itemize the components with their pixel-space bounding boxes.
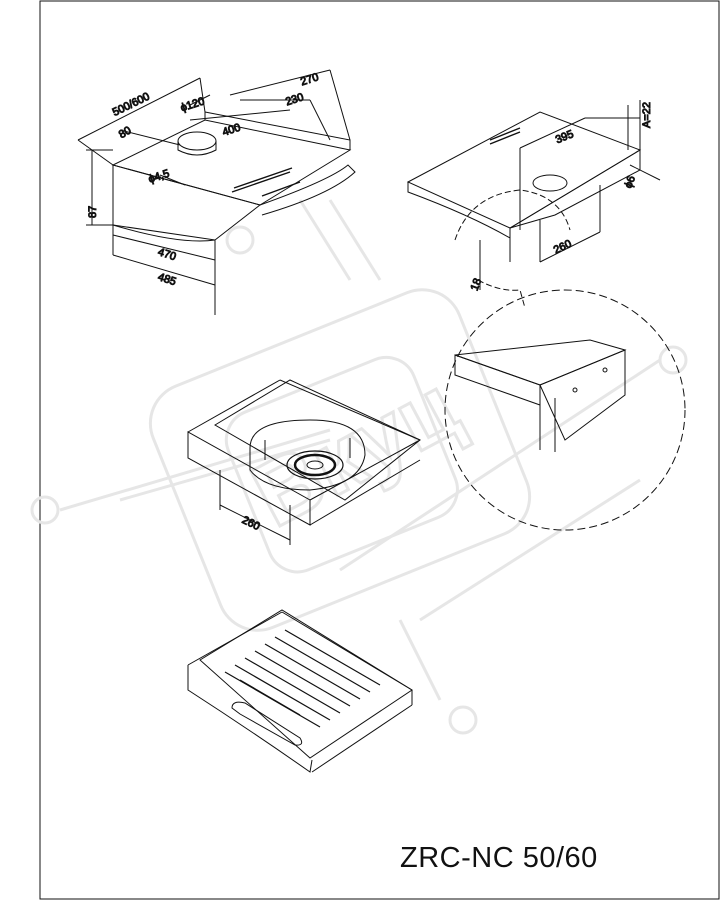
dim-height-87: 87 (87, 206, 99, 218)
view-bottom (187, 609, 413, 773)
detail-callout (444, 289, 686, 531)
dim-front-260-right: 260 (552, 238, 574, 257)
dim-inner-470: 470 (156, 246, 177, 263)
dim-depth-230: 230 (284, 91, 305, 108)
dim-width: 500/600 (111, 91, 152, 119)
model-label: ZRC-NC 50/60 (400, 842, 598, 874)
view-middle (187, 379, 421, 545)
dim-offset-80: 80 (117, 125, 134, 142)
dim-front-260-middle: 260 (240, 514, 262, 533)
dim-depth-270: 270 (299, 71, 320, 88)
dim-hole-diameter: ϕ4,5 (147, 168, 171, 186)
dim-duct-diameter: ϕ120 (179, 95, 206, 114)
dim-side-18: 18 (469, 277, 484, 293)
sheet-frame (39, 0, 720, 900)
dim-outer-485: 485 (156, 271, 177, 288)
watermark-logo (30, 199, 688, 735)
dim-a-22: A=22 (641, 102, 653, 128)
dim-hole-6: ϕ6 (623, 174, 638, 190)
view-top-right (406, 100, 661, 309)
view-top-left (77, 69, 356, 315)
